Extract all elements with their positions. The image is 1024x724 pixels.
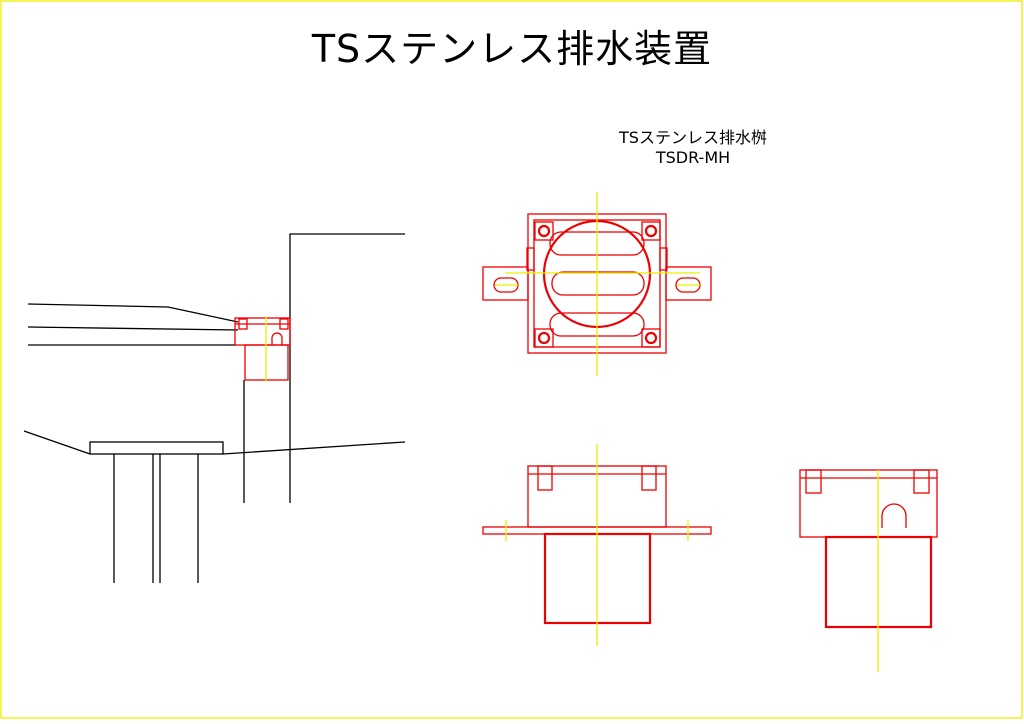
side-view <box>799 469 938 672</box>
drawing-title: TSステンレス排水装置 <box>311 27 713 71</box>
drain-section <box>234 316 291 382</box>
section-view <box>23 233 406 583</box>
product-model: TSDR-MH <box>655 148 731 167</box>
plan-view <box>482 192 712 376</box>
front-view <box>482 444 712 646</box>
product-name: TSステンレス排水桝 <box>619 128 767 147</box>
bolt-icons <box>534 221 661 348</box>
